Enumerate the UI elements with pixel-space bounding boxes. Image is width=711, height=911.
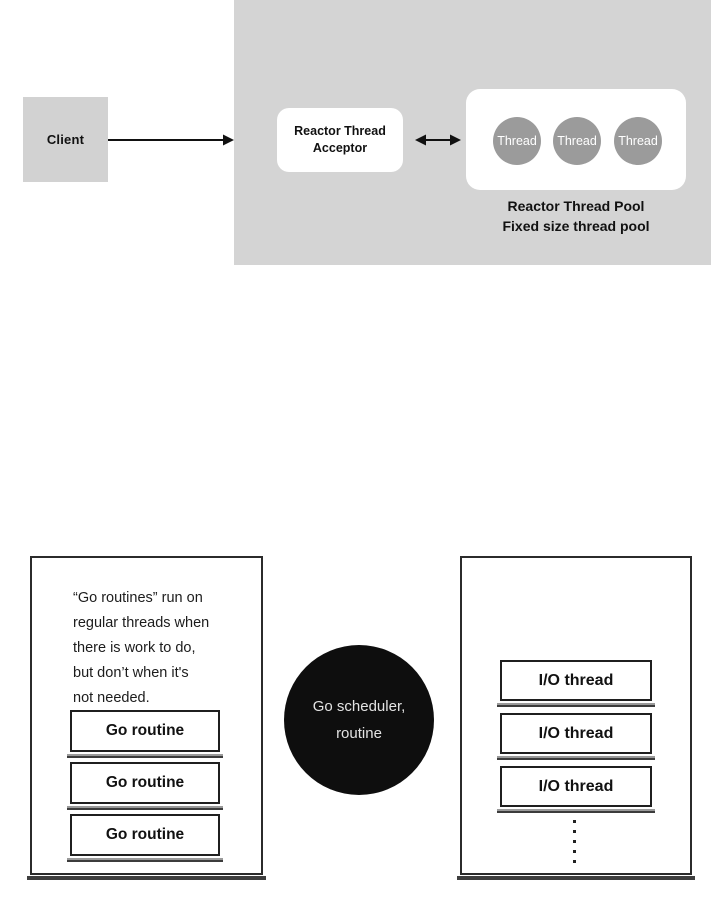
go-routine-label: Go routine (105, 722, 185, 739)
io-thread-box: I/O thread (497, 660, 655, 707)
go-routine-box: Go routine (67, 814, 223, 862)
thread-label: Thread (557, 134, 597, 148)
go-routine-label: Go routine (105, 774, 185, 791)
io-threads-panel-shadow (457, 876, 695, 880)
box-shadow-platform (497, 756, 655, 760)
reactor-thread-acceptor-box: Reactor Thread Acceptor (277, 108, 403, 172)
client-label: Client (46, 132, 85, 147)
box-shadow-platform (67, 754, 223, 758)
go-scheduler-label: Go scheduler, routine (312, 698, 406, 742)
box-shadow-platform (67, 806, 223, 810)
box-shadow-platform (497, 703, 655, 707)
client-to-acceptor-arrow (108, 134, 234, 146)
thread-circle: Thread (493, 117, 541, 165)
box-shadow-platform (67, 858, 223, 862)
go-routine-label: Go routine (105, 826, 185, 843)
go-routine-box: Go routine (67, 710, 223, 758)
io-thread-label: I/O thread (538, 777, 614, 795)
pool-subtitle: Fixed size thread pool (502, 218, 650, 234)
ellipsis-dots (573, 820, 576, 863)
io-thread-label: I/O thread (538, 724, 614, 742)
thread-circle: Thread (553, 117, 601, 165)
pool-caption: Reactor Thread Pool Fixed size thread po… (466, 196, 686, 236)
thread-label: Thread (618, 134, 658, 148)
client-box: Client (23, 97, 108, 182)
go-routine-box: Go routine (67, 762, 223, 810)
acceptor-pool-double-arrow (415, 134, 461, 146)
reactor-thread-acceptor-label: Reactor Thread Acceptor (294, 124, 386, 155)
go-routines-note: “Go routines” run on regular threads whe… (73, 590, 210, 706)
go-scheduler-circle: Go scheduler, routine (284, 645, 434, 795)
go-routines-panel-shadow (27, 876, 266, 880)
thread-circle: Thread (614, 117, 662, 165)
thread-label: Thread (497, 134, 537, 148)
io-thread-box: I/O thread (497, 713, 655, 760)
box-shadow-platform (497, 809, 655, 813)
io-thread-label: I/O thread (538, 671, 614, 689)
pool-title: Reactor Thread Pool (507, 198, 645, 214)
io-thread-box: I/O thread (497, 766, 655, 813)
